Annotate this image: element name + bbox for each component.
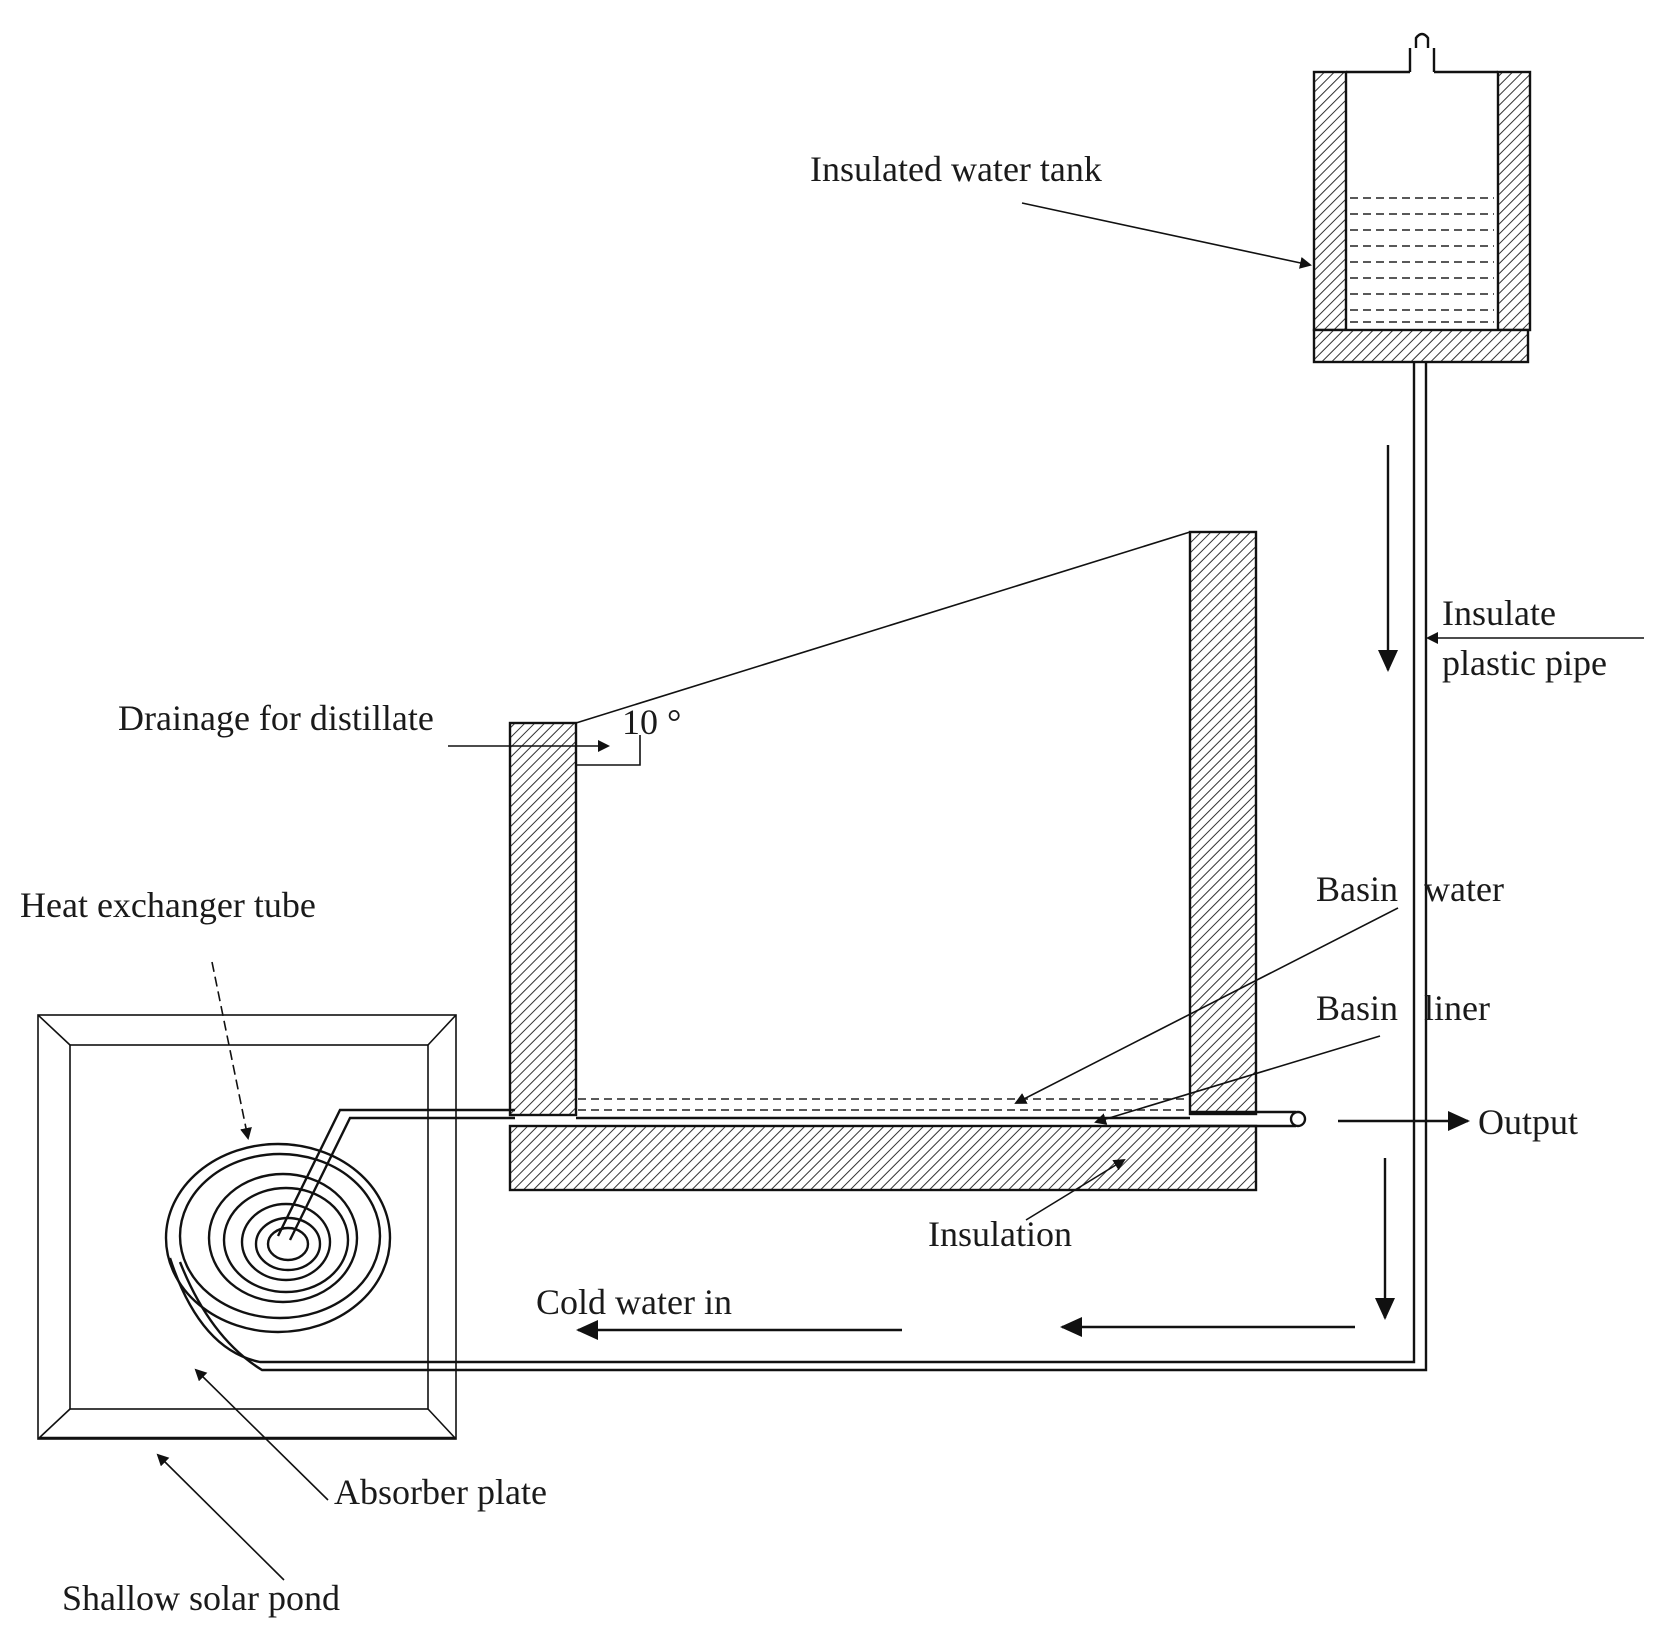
- solar-still: [508, 530, 1307, 1192]
- label-basin-water-2: water: [1424, 869, 1504, 909]
- label-insulate: Insulate: [1442, 593, 1556, 633]
- label-drainage: Drainage for distillate: [118, 698, 434, 738]
- still-wall-right: [1188, 530, 1258, 1116]
- output-pipe: [1190, 1110, 1296, 1128]
- insulated-water-tank: [1312, 32, 1532, 364]
- tank-water: [1350, 197, 1494, 323]
- tank-wall-right: [1496, 70, 1532, 332]
- still-insulation-base: [508, 1124, 1258, 1192]
- tank-vent: [1408, 32, 1436, 72]
- label-basin-water-1: Basin: [1316, 869, 1398, 909]
- still-wall-left: [508, 721, 578, 1117]
- shallow-solar-pond: [37, 1014, 457, 1440]
- heat-exchanger-spiral: [164, 1108, 515, 1372]
- label-insulated-water-tank: Insulated water tank: [810, 149, 1102, 189]
- label-absorber-plate: Absorber plate: [334, 1472, 547, 1512]
- label-angle: 10 °: [622, 702, 681, 742]
- tank-wall-left: [1312, 70, 1348, 332]
- label-output: Output: [1478, 1102, 1578, 1142]
- label-basin-liner-1: Basin: [1316, 988, 1398, 1028]
- label-shallow-solar-pond: Shallow solar pond: [62, 1578, 340, 1618]
- basin-water: [578, 1098, 1188, 1111]
- label-heat-exchanger-tube: Heat exchanger tube: [20, 885, 316, 925]
- plastic-pipe: [515, 362, 1428, 1372]
- tank-bottom: [1312, 328, 1530, 364]
- drainage-bracket: [576, 735, 641, 766]
- glass-cover: [575, 531, 1191, 724]
- label-basin-liner-2: liner: [1424, 988, 1490, 1028]
- label-plastic-pipe: plastic pipe: [1442, 643, 1607, 683]
- label-cold-water-in: Cold water in: [536, 1282, 732, 1322]
- label-insulation: Insulation: [928, 1214, 1072, 1254]
- flow-arrows: [576, 445, 1470, 1340]
- label-pointers: [156, 202, 1644, 1581]
